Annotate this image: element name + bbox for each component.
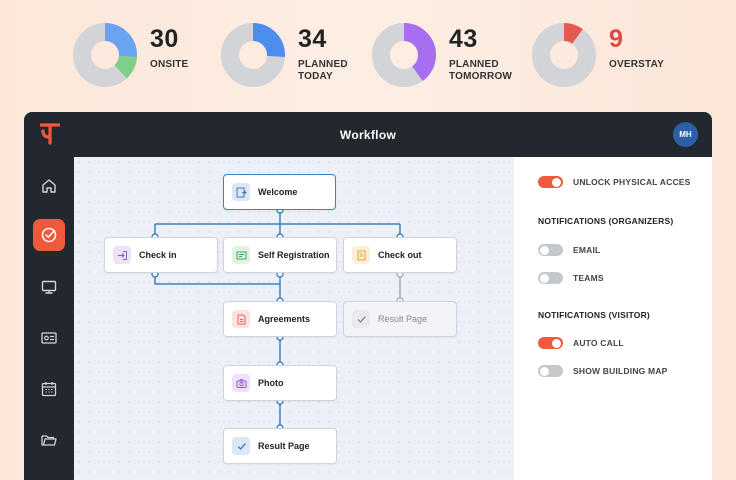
node-check-in[interactable]: Check in [104, 237, 218, 273]
sidebar [24, 157, 74, 480]
notifications-visitor-heading: NOTIFICATIONS (VISITOR) [538, 310, 650, 320]
planned-tomorrow-label-line1: PLANNED [449, 59, 499, 70]
folder-icon [41, 435, 57, 446]
node-welcome-label: Welcome [258, 187, 298, 197]
node-agreements-label: Agreements [258, 314, 311, 324]
stat-overstay: 9 OVERSTAY [531, 22, 664, 88]
donut-segment [73, 23, 137, 87]
overstay-donut-chart [532, 23, 596, 87]
node-photo[interactable]: Photo [223, 365, 337, 401]
auto-call-toggle[interactable] [538, 337, 563, 349]
sidebar-item-workflow[interactable] [33, 219, 65, 251]
teams-label: TEAMS [573, 273, 604, 283]
planned-today-donut-chart [221, 23, 285, 87]
badge-icon [41, 332, 57, 344]
show-building-map-toggle[interactable] [538, 365, 563, 377]
sidebar-item-home[interactable] [33, 170, 65, 202]
unlock-physical-access-label: UNLOCK PHYSICAL ACCES [573, 177, 691, 187]
planned-tomorrow-label-line2: TOMORROW [449, 71, 513, 82]
node-result-page-secondary[interactable]: Result Page [343, 301, 457, 337]
donut-segment [532, 23, 596, 87]
donut-segment [221, 23, 285, 87]
planned-today-label: PLANNED TODAY [298, 59, 348, 83]
node-check-out-label: Check out [378, 250, 422, 260]
donut-segment [372, 23, 436, 87]
unlock-physical-access-row: UNLOCK PHYSICAL ACCES [538, 176, 691, 188]
agreement-doc-icon [232, 310, 250, 328]
teams-toggle[interactable] [538, 272, 563, 284]
email-toggle[interactable] [538, 244, 563, 256]
camera-icon [232, 374, 250, 392]
user-avatar[interactable]: MH [673, 122, 698, 147]
workflow-canvas[interactable]: Welcome Check in Self Registration Check… [74, 157, 514, 480]
app-window: Workflow MH [24, 112, 712, 480]
planned-today-label-line2: TODAY [298, 71, 333, 82]
show-building-map-label: SHOW BUILDING MAP [573, 366, 668, 376]
sidebar-item-display[interactable] [33, 271, 65, 303]
onsite-label: ONSITE [150, 59, 189, 70]
node-photo-label: Photo [258, 378, 284, 388]
email-label: EMAIL [573, 245, 601, 255]
planned-tomorrow-count: 43 [449, 25, 478, 53]
id-card-icon [232, 246, 250, 264]
onsite-donut-chart [73, 23, 137, 87]
brand-logo-icon[interactable] [40, 123, 60, 145]
unlock-physical-access-toggle[interactable] [538, 176, 563, 188]
show-building-map-row: SHOW BUILDING MAP [538, 365, 668, 377]
top-bar: Workflow MH [24, 112, 712, 157]
node-welcome[interactable]: Welcome [223, 174, 336, 210]
node-result-page-label: Result Page [258, 441, 310, 451]
sign-in-icon [113, 246, 131, 264]
sidebar-item-files[interactable] [33, 424, 65, 456]
calendar-icon [41, 382, 57, 397]
stat-onsite: 30 ONSITE [72, 22, 188, 88]
sidebar-item-calendar[interactable] [33, 373, 65, 405]
monitor-icon [41, 280, 57, 294]
settings-panel: UNLOCK PHYSICAL ACCES NOTIFICATIONS (ORG… [514, 157, 712, 480]
onsite-count: 30 [150, 25, 179, 53]
node-check-out[interactable]: Check out [343, 237, 457, 273]
auto-call-label: AUTO CALL [573, 338, 624, 348]
email-row: EMAIL [538, 244, 600, 256]
home-icon [42, 179, 56, 193]
planned-tomorrow-donut-chart [372, 23, 436, 87]
notifications-organizers-heading: NOTIFICATIONS (ORGANIZERS) [538, 216, 674, 226]
auto-call-row: AUTO CALL [538, 337, 624, 349]
page-title: Workflow [339, 128, 397, 142]
node-self-registration-label: Self Registration [258, 250, 330, 260]
document-icon [352, 246, 370, 264]
node-agreements[interactable]: Agreements [223, 301, 337, 337]
check-circle-icon [41, 227, 57, 243]
stat-planned-today: 34 PLANNED TODAY [220, 22, 348, 88]
welcome-icon [232, 183, 250, 201]
stat-planned-tomorrow: 43 PLANNED TOMORROW [371, 22, 512, 88]
check-icon [232, 437, 250, 455]
node-self-registration[interactable]: Self Registration [223, 237, 337, 273]
node-check-in-label: Check in [139, 250, 177, 260]
teams-row: TEAMS [538, 272, 604, 284]
sidebar-item-badges[interactable] [33, 322, 65, 354]
overstay-count: 9 [609, 25, 624, 53]
planned-today-label-line1: PLANNED [298, 59, 348, 70]
node-result-page[interactable]: Result Page [223, 428, 337, 464]
planned-today-count: 34 [298, 25, 327, 53]
overstay-label: OVERSTAY [609, 59, 664, 70]
check-icon [352, 310, 370, 328]
planned-tomorrow-label: PLANNED TOMORROW [449, 59, 512, 83]
node-result-page-secondary-label: Result Page [378, 314, 428, 324]
